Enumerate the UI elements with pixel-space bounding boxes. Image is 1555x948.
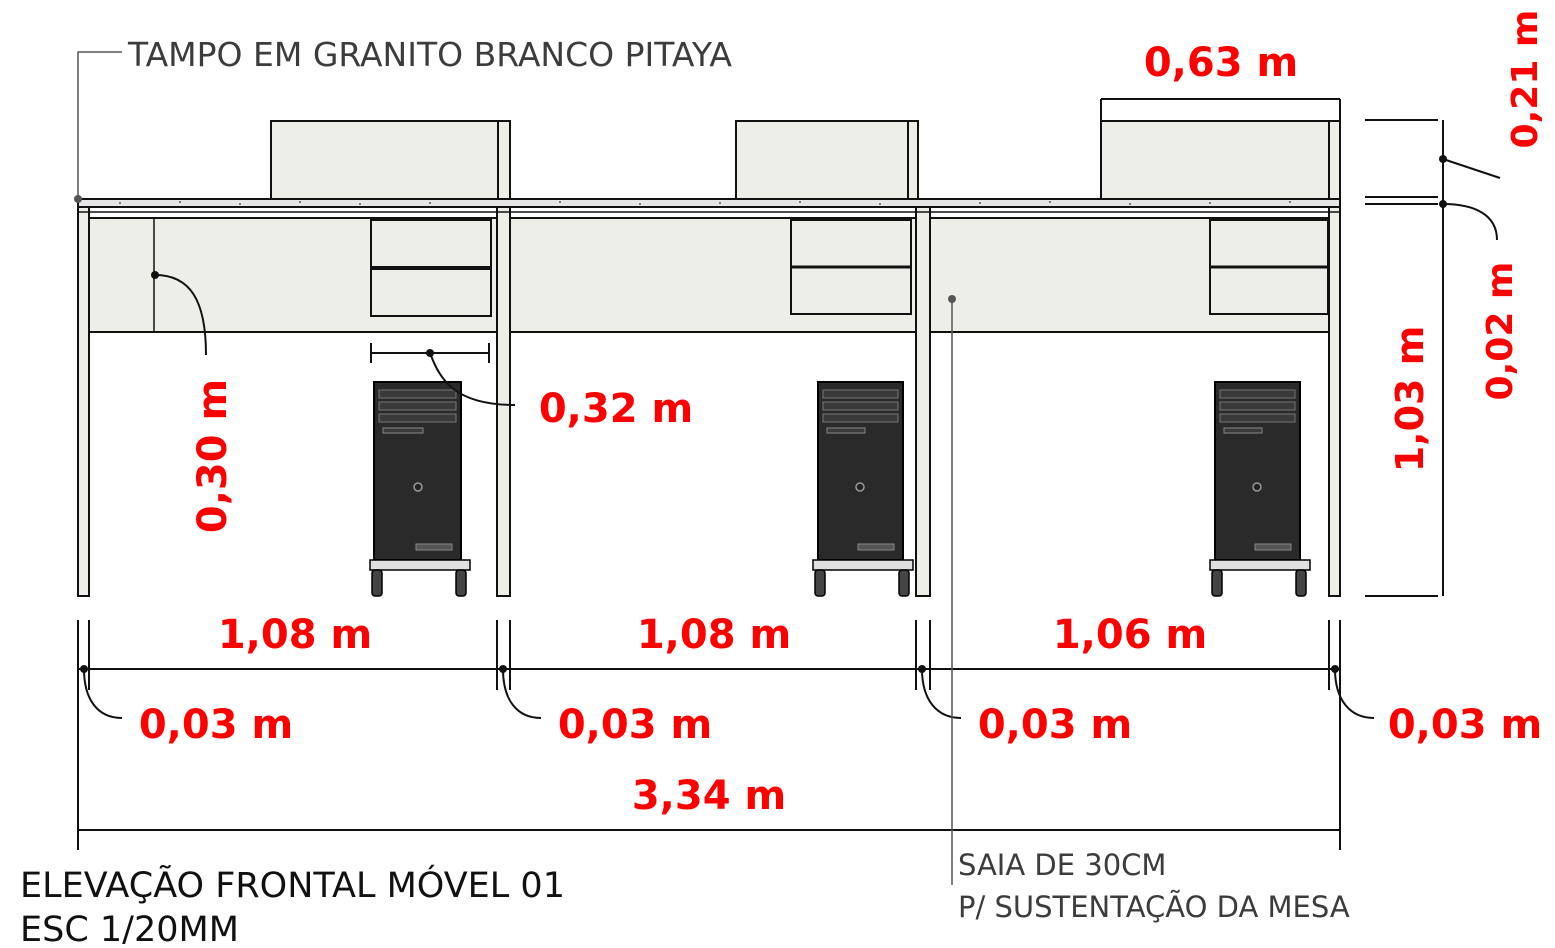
dimension-lines xyxy=(77,98,1501,850)
privacy-panel-2 xyxy=(735,120,909,200)
leg-4 xyxy=(1328,206,1341,597)
drawers xyxy=(370,219,1329,317)
countertop-annotation: TAMPO EM GRANITO BRANCO PITAYA xyxy=(127,35,732,74)
privacy-panel-3 xyxy=(1100,120,1330,200)
dim-leg-1: 0,03 m xyxy=(139,702,293,748)
dim-panel-width: 0,63 m xyxy=(1144,40,1298,86)
cpu-tower-3 xyxy=(1209,381,1311,597)
dim-leg-4: 0,03 m xyxy=(1388,702,1542,748)
privacy-panel-1-post xyxy=(497,120,511,200)
dim-bay1-width: 1,08 m xyxy=(218,612,372,658)
leader-dots xyxy=(74,155,1447,673)
drawing-scale: ESC 1/20MM xyxy=(20,910,239,948)
privacy-panel-2-post xyxy=(907,120,919,200)
desk-furniture xyxy=(77,120,1341,597)
dim-skirt-height: 0,30 m xyxy=(190,379,236,533)
leg-3 xyxy=(915,206,931,597)
dim-top-thickness: 0,02 m xyxy=(1480,262,1521,401)
leg-1 xyxy=(77,206,90,597)
skirt-annotation-line2: P/ SUSTENTAÇÃO DA MESA xyxy=(958,890,1350,924)
drawing-title: ELEVAÇÃO FRONTAL MÓVEL 01 xyxy=(20,864,565,906)
dim-total-height: 1,03 m xyxy=(1388,326,1432,473)
granite-texture xyxy=(119,201,1291,205)
dim-bay3-width: 1,06 m xyxy=(1053,612,1207,658)
dim-leg-2: 0,03 m xyxy=(558,702,712,748)
leg-2 xyxy=(496,206,511,597)
privacy-panel-3-post xyxy=(1328,120,1341,200)
dim-leg-3: 0,03 m xyxy=(978,702,1132,748)
dim-bay2-width: 1,08 m xyxy=(637,612,791,658)
cpu-tower-1 xyxy=(369,381,471,597)
dim-total-width: 3,34 m xyxy=(632,773,786,819)
dim-drawer-width: 0,32 m xyxy=(539,386,693,432)
cpu-tower-2 xyxy=(812,381,914,597)
skirt-annotation-line1: SAIA DE 30CM xyxy=(958,848,1166,882)
dim-panel-height: 0,21 m xyxy=(1505,10,1546,149)
annotation-leaders xyxy=(77,51,953,885)
granite-countertop xyxy=(77,198,1341,208)
privacy-panel-1 xyxy=(270,120,499,200)
